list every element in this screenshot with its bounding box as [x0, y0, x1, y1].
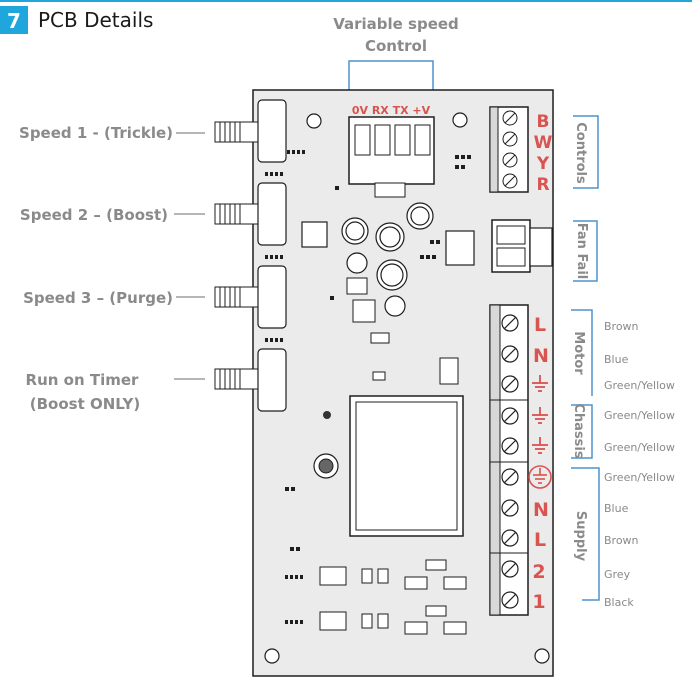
- controls-terminal-w: W: [534, 133, 553, 153]
- earth-icon: [532, 375, 548, 392]
- earth-icon: [532, 437, 548, 454]
- run-on-timer-label: Run on Timer: [26, 371, 140, 389]
- controls-terminal-y: Y: [536, 154, 550, 174]
- terminal-motor-l: L: [534, 314, 546, 336]
- mount-hole-top-left: [306, 113, 322, 129]
- speed-3-label: Speed 3 – (Purge): [23, 289, 173, 307]
- speed-1-label: Speed 1 - (Trickle): [19, 124, 173, 142]
- knob-grip-lines: [219, 122, 241, 389]
- mount-hole-top-right: [452, 112, 468, 128]
- ic-square: [301, 221, 328, 248]
- resistor-block: [439, 357, 459, 385]
- controls-terminal-r: R: [536, 175, 549, 195]
- wire-label: Black: [604, 596, 634, 609]
- variable-speed-connector: [348, 116, 435, 185]
- ic-small-2: [352, 299, 376, 323]
- controls-bracket: [573, 115, 599, 189]
- terminal-supply-n: N: [533, 499, 549, 521]
- speed-2-label: Speed 2 – (Boost): [20, 206, 168, 224]
- section-number: 7: [7, 9, 21, 33]
- wire-label: Blue: [604, 353, 629, 366]
- relay-inner: [355, 401, 458, 531]
- wire-label: Green/Yellow: [604, 441, 675, 454]
- fan-fail-bracket: [573, 220, 598, 282]
- potentiometer-speed-2: [214, 182, 287, 246]
- section-number-badge: [0, 6, 28, 34]
- page-title: PCB Details: [38, 8, 153, 32]
- wire-label: Grey: [604, 568, 631, 581]
- terminal-motor-n: N: [533, 345, 549, 367]
- potentiometer-speed-1: [214, 99, 287, 163]
- ic-small-1: [346, 277, 368, 295]
- wire-label: Green/Yellow: [604, 471, 675, 484]
- diode-1: [370, 332, 390, 344]
- diode-2: [372, 371, 386, 381]
- group-label-chassis: Chassis: [571, 403, 586, 458]
- variable-speed-bracket: [348, 60, 434, 90]
- potentiometer-run-on-timer: [214, 348, 287, 412]
- transistors: [319, 559, 467, 635]
- mount-hole-bottom-left: [264, 648, 280, 664]
- wire-label: Brown: [604, 534, 639, 547]
- wire-label: Green/Yellow: [604, 379, 675, 392]
- controls-terminal-b: B: [537, 112, 550, 132]
- wire-label: Blue: [604, 502, 629, 515]
- earth-icon: [532, 407, 548, 424]
- ic-connector-driver: [374, 182, 406, 198]
- controls-terminal-block: [489, 106, 529, 193]
- variable-speed-label-1: Variable speed: [333, 15, 459, 33]
- potentiometer-speed-3: [214, 265, 287, 329]
- variable-speed-label-2: Control: [365, 37, 427, 55]
- protective-earth-icon: [528, 465, 552, 489]
- group-label-controls: Controls: [573, 122, 588, 184]
- variable-speed-pin-labels: 0V RX TX +V: [352, 104, 431, 117]
- group-label-motor: Motor: [571, 331, 586, 375]
- test-point: [323, 411, 331, 419]
- wire-label: Green/Yellow: [604, 409, 675, 422]
- fan-fail-connector: [491, 219, 553, 273]
- run-on-timer-sublabel: (Boost ONLY): [30, 395, 140, 413]
- inductor-core: [318, 458, 334, 474]
- smd-pads: [265, 150, 471, 624]
- terminal-supply-l: L: [534, 529, 546, 551]
- terminal-2: 2: [532, 561, 545, 583]
- relay: [349, 395, 464, 537]
- group-label-fan-fail: Fan Fail: [574, 223, 589, 279]
- ic-regulator: [445, 230, 475, 266]
- supply-bracket: [571, 467, 600, 601]
- main-terminal-screws: [501, 314, 519, 609]
- mount-hole-bottom-right: [534, 648, 550, 664]
- chassis-bracket: [571, 404, 593, 459]
- wire-label: Brown: [604, 320, 639, 333]
- motor-bracket: [571, 309, 593, 396]
- capacitors: [341, 202, 434, 317]
- group-label-supply: Supply: [573, 511, 588, 562]
- header-rule: [0, 0, 692, 2]
- terminal-1: 1: [532, 591, 545, 613]
